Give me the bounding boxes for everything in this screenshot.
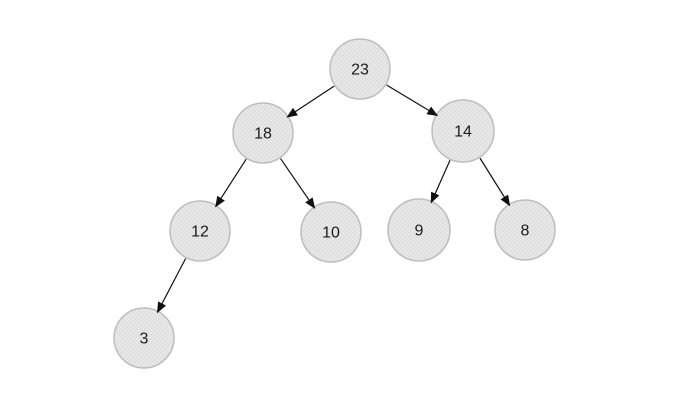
- tree-node-value: 8: [521, 223, 530, 240]
- tree-node-12: 12: [169, 200, 231, 262]
- tree-node-circle: [113, 307, 175, 369]
- tree-node-10: 10: [300, 201, 362, 263]
- tree-node-value: 23: [351, 62, 369, 79]
- tree-node-circle: [329, 38, 391, 100]
- tree-edge-23-14: [386, 84, 439, 117]
- tree-node-9: 9: [387, 198, 451, 262]
- tree-node-value: 18: [254, 126, 272, 143]
- tree-node-circle: [300, 201, 362, 263]
- tree-edge-12-3: [156, 258, 187, 314]
- tree-node-value: 9: [415, 223, 424, 240]
- tree-edge-18-12: [215, 158, 247, 208]
- tree-node-23: 23: [329, 38, 391, 100]
- tree-node-circle: [494, 199, 556, 261]
- tree-node-value: 14: [454, 124, 472, 141]
- tree-node-18: 18: [232, 102, 294, 164]
- tree-edge-14-9: [430, 159, 451, 204]
- tree-node-8: 8: [494, 199, 556, 261]
- tree-node-circle: [431, 99, 495, 163]
- tree-edge-14-8: [479, 157, 511, 207]
- tree-node-circle: [387, 198, 451, 262]
- tree-node-3: 3: [113, 307, 175, 369]
- tree-node-circle: [232, 102, 294, 164]
- tree-node-value: 10: [322, 225, 340, 242]
- tree-node-circle: [169, 200, 231, 262]
- tree-node-value: 12: [191, 224, 209, 241]
- tree-edge-18-10: [280, 158, 316, 209]
- tree-node-14: 14: [431, 99, 495, 163]
- tree-node-value: 3: [140, 331, 149, 348]
- tree-edge-23-18: [286, 85, 335, 118]
